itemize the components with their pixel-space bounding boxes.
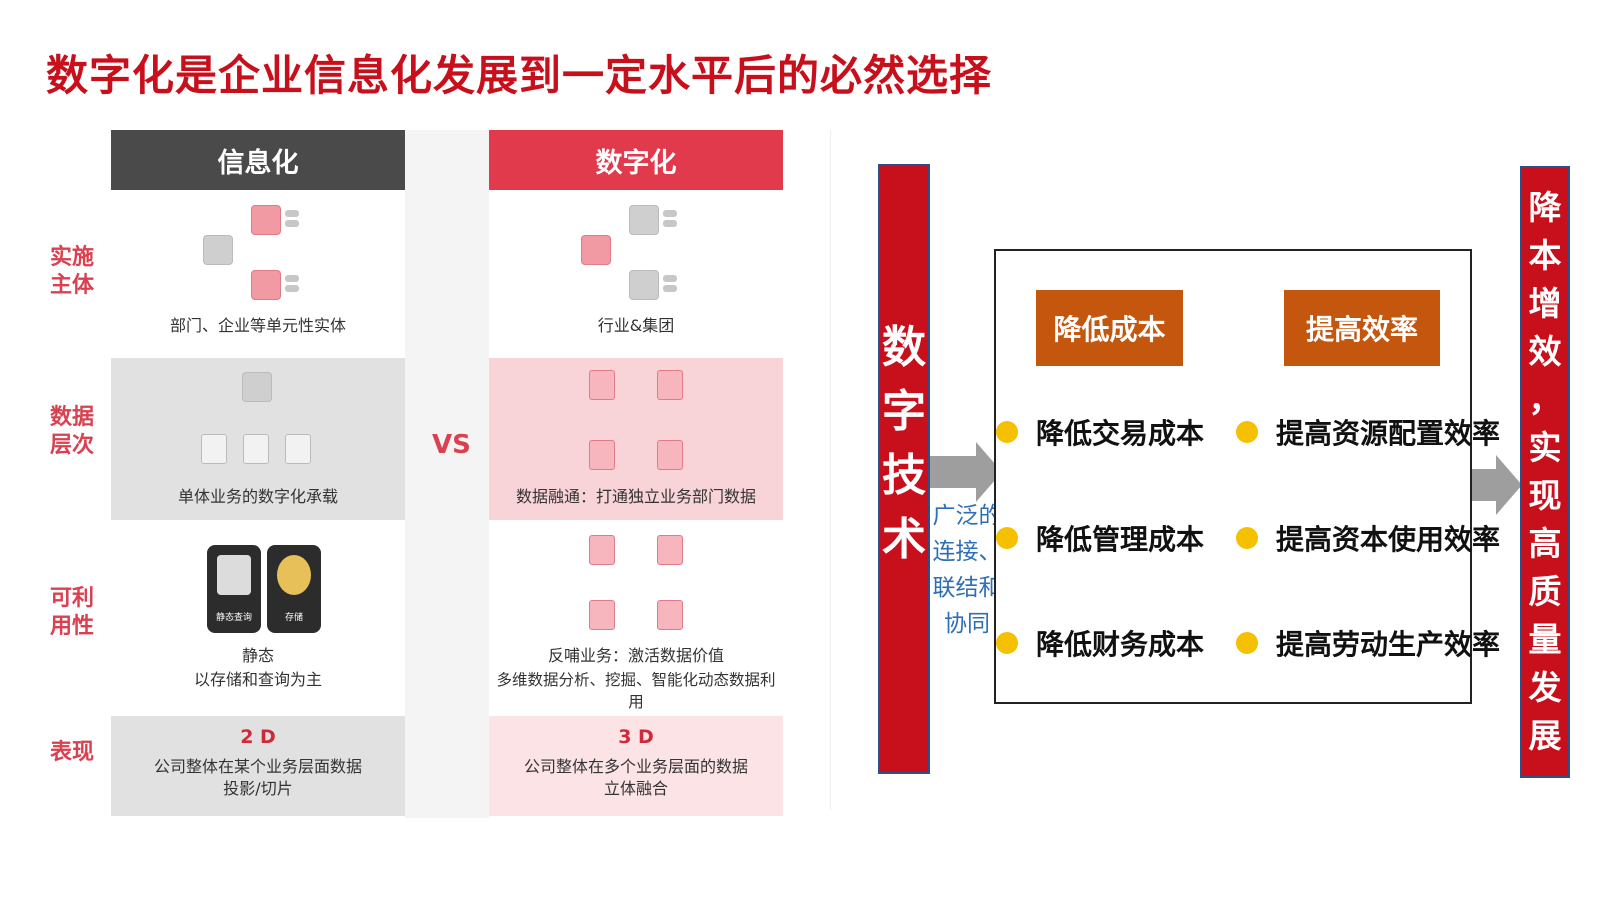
- cell-digital-implementer: 行业&集团: [489, 190, 783, 353]
- list-item: 提高资本使用效率: [1236, 518, 1500, 558]
- list-bar-icon: [285, 275, 299, 282]
- list-item: 降低财务成本: [996, 623, 1204, 663]
- cell-digital-data-level: 数据融通：打通独立业务部门数据: [489, 358, 783, 520]
- digital-tech-bar: 数字技术: [878, 164, 930, 774]
- caption: 反哺业务：激活数据价值: [547, 646, 724, 665]
- list-bar-icon: [663, 275, 677, 282]
- row-label-data-level: 数据层次: [50, 405, 95, 458]
- cell-info-usability: 静态查询 存储 静态 以存储和查询为主: [111, 525, 405, 700]
- caption: 公司整体在多个业务层面的数据: [523, 757, 748, 776]
- row-label-presentation: 表现: [50, 740, 95, 765]
- tag-reduce-cost: 降低成本: [1036, 290, 1183, 366]
- org-node-icon: [629, 270, 659, 300]
- cell-info-data-level: 单体业务的数字化承载: [111, 358, 405, 520]
- outcome-char: ，: [1528, 380, 1562, 419]
- people-icon: [242, 372, 272, 402]
- caption: 多维数据分析、挖掘、智能化动态数据利用: [496, 671, 776, 711]
- database-icon: [657, 440, 683, 470]
- org-root-icon: [203, 235, 233, 265]
- list-item: 提高资源配置效率: [1236, 412, 1500, 452]
- vs-band: [405, 130, 489, 818]
- chart-doc-icon: [243, 434, 269, 464]
- outcome-char: 降: [1528, 188, 1562, 227]
- tag-improve-efficiency: 提高效率: [1284, 290, 1440, 366]
- bullet-dot-icon: [996, 421, 1018, 443]
- document-icon: [217, 555, 251, 595]
- outcome-char: 增: [1528, 284, 1562, 323]
- list-bar-icon: [663, 285, 677, 292]
- document-icon: [589, 370, 615, 400]
- digital-tech-char: 术: [882, 514, 926, 565]
- database-icon: [657, 600, 683, 630]
- caption: 静态: [241, 646, 274, 665]
- outcome-char: 效: [1528, 332, 1562, 371]
- header-informatization: 信息化: [111, 130, 405, 190]
- cell-info-implementer: 部门、企业等单元性实体: [111, 190, 405, 353]
- outcome-char: 展: [1528, 716, 1562, 755]
- bullet-dot-icon: [1236, 527, 1258, 549]
- header-digitalization: 数字化: [489, 130, 783, 190]
- caption: 行业&集团: [597, 316, 675, 335]
- chart-doc-icon: [589, 440, 615, 470]
- list-item: 提高劳动生产效率: [1236, 623, 1500, 663]
- row-label-usability: 可利用性: [50, 586, 95, 639]
- caption: 以存储和查询为主: [193, 670, 322, 689]
- bullet-dot-icon: [996, 632, 1018, 654]
- digital-tech-char: 字: [882, 386, 926, 437]
- list-bar-icon: [285, 210, 299, 217]
- vs-label: VS: [432, 430, 471, 460]
- org-node-icon: [251, 270, 281, 300]
- digital-tech-char: 数: [882, 322, 926, 373]
- arrow-right-icon: [930, 442, 1002, 502]
- outcome-bar: 降本增效 ， 实现高质量发展: [1520, 166, 1570, 778]
- outcome-char: 本: [1528, 236, 1562, 275]
- cell-info-presentation: 2 D 公司整体在某个业务层面数据 投影/切片: [111, 716, 405, 816]
- bullet-dot-icon: [996, 527, 1018, 549]
- list-item: 降低管理成本: [996, 518, 1204, 558]
- document-icon: [657, 370, 683, 400]
- panel-divider: [830, 130, 831, 810]
- caption: 数据融通：打通独立业务部门数据: [515, 487, 756, 506]
- coin-stack-icon: [277, 555, 311, 595]
- org-node-icon: [629, 205, 659, 235]
- outcome-char: 质: [1528, 572, 1562, 611]
- chart-doc-icon: [589, 600, 615, 630]
- list-bar-icon: [285, 220, 299, 227]
- outcome-char: 高: [1528, 524, 1562, 563]
- list-bar-icon: [663, 220, 677, 227]
- caption: 单体业务的数字化承载: [177, 487, 338, 506]
- static-query-tile: 静态查询: [207, 545, 261, 633]
- digital-tech-char: 技: [882, 450, 926, 501]
- storage-tile: 存储: [267, 545, 321, 633]
- bullet-dot-icon: [1236, 421, 1258, 443]
- caption: 投影/切片: [223, 779, 293, 798]
- connector-note: 广泛的连接、联结和协同: [932, 503, 1002, 637]
- list-bar-icon: [285, 285, 299, 292]
- document-icon: [657, 535, 683, 565]
- arrow-right-icon: [1472, 455, 1522, 515]
- cell-digital-presentation: 3 D 公司整体在多个业务层面的数据 立体融合: [489, 716, 783, 816]
- page-title: 数字化是企业信息化发展到一定水平后的必然选择: [46, 51, 993, 100]
- document-icon: [201, 434, 227, 464]
- cell-digital-usability: 反哺业务：激活数据价值 多维数据分析、挖掘、智能化动态数据利用: [489, 525, 783, 711]
- caption: 公司整体在某个业务层面数据: [153, 757, 362, 776]
- outcome-char: 现: [1528, 476, 1562, 515]
- caption: 部门、企业等单元性实体: [169, 316, 346, 335]
- list-bar-icon: [663, 210, 677, 217]
- database-icon: [285, 434, 311, 464]
- org-root-icon: [581, 235, 611, 265]
- document-icon: [589, 535, 615, 565]
- outcome-char: 实: [1528, 428, 1562, 467]
- dimension-label: 3 D: [618, 726, 654, 748]
- outcome-char: 发: [1528, 668, 1562, 707]
- list-item: 降低交易成本: [996, 412, 1204, 452]
- outcome-char: 量: [1528, 620, 1562, 659]
- bullet-dot-icon: [1236, 632, 1258, 654]
- org-node-icon: [251, 205, 281, 235]
- row-label-implementer: 实施主体: [50, 245, 95, 298]
- caption: 立体融合: [603, 779, 668, 798]
- dimension-label: 2 D: [240, 726, 276, 748]
